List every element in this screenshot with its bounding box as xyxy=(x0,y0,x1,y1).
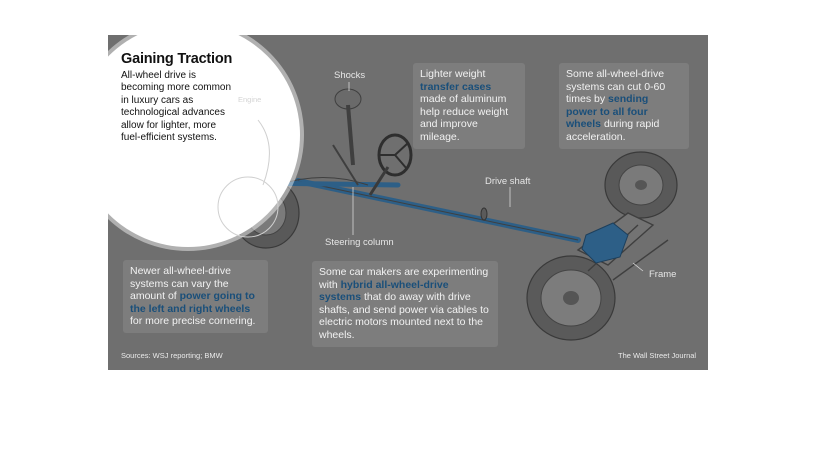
callout-all-four-wheels: Some all-wheel-drive systems can cut 0-6… xyxy=(559,63,689,149)
label-shocks: Shocks xyxy=(334,70,366,81)
label-engine: Engine xyxy=(238,95,262,104)
callout-highlight: transfer cases xyxy=(420,80,492,93)
callout-text: Some car makers are experimenting with xyxy=(319,266,489,291)
leader-lines xyxy=(348,82,644,272)
callout-text: Newer all-wheel-drive systems can vary t… xyxy=(130,265,231,303)
shock-absorber xyxy=(334,88,362,166)
callout-highlight: hybrid all-wheel-drive systems xyxy=(319,278,449,304)
callout-text: made of aluminum help reduce weight and … xyxy=(420,93,509,143)
rear-left-wheel xyxy=(604,151,678,219)
callout-hybrid-systems: Some car makers are experimenting with h… xyxy=(312,261,498,347)
callout-left-right-wheels: Newer all-wheel-drive systems can vary t… xyxy=(123,260,268,333)
callout-text: that do away with drive shafts, and send… xyxy=(319,291,489,341)
callout-highlight: power going to the left and right wheels xyxy=(130,290,255,315)
callout-text: Lighter weight xyxy=(420,68,486,80)
drive-shaft xyxy=(295,178,581,243)
label-frame: Frame xyxy=(649,269,677,280)
callout-transfer-cases: Lighter weight transfer cases made of al… xyxy=(413,63,525,149)
rear-right-wheel xyxy=(526,255,616,341)
label-drive-shaft: Drive shaft xyxy=(485,176,531,187)
callout-text: during rapid acceleration. xyxy=(566,118,660,143)
rear-differential xyxy=(581,222,629,264)
intro-highlight xyxy=(108,35,304,251)
callout-text: for more precise cornering. xyxy=(130,315,256,328)
callout-text: Some all-wheel-drive systems can cut 0-6… xyxy=(566,68,666,106)
infographic-figure: Gaining Traction All-wheel drive is beco… xyxy=(108,35,708,370)
callout-highlight: sending power to all four wheels xyxy=(566,93,649,131)
drivetrain-illustration xyxy=(108,35,678,341)
steering-wheel xyxy=(368,133,413,196)
label-steering-column: Steering column xyxy=(325,237,394,248)
credit-line: The Wall Street Journal xyxy=(618,351,697,360)
sources-note: Sources: WSJ reporting; BMW xyxy=(121,351,223,360)
